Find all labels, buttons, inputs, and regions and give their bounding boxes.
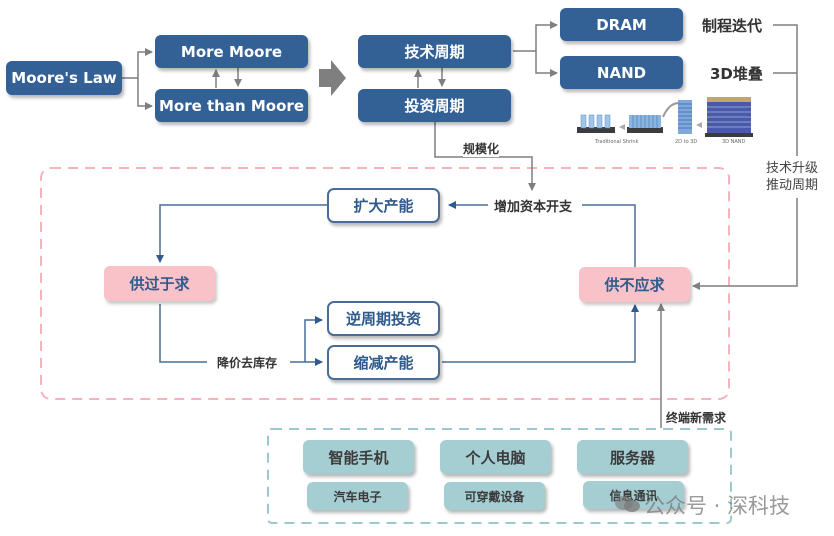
more-moore-box: More Moore xyxy=(155,35,308,68)
supply-cycle-frame xyxy=(40,167,730,400)
price-cut-label: 降价去库存 xyxy=(214,354,281,371)
cut-capacity-box: 缩减产能 xyxy=(327,345,440,380)
watermark-text: 公众号 · 深科技 xyxy=(644,494,791,518)
nand-caption-3: 3D NAND xyxy=(722,139,746,145)
moores-law-box: Moore's Law xyxy=(6,61,122,95)
demand-frame xyxy=(267,428,732,524)
invest-cycle-box: 投资周期 xyxy=(358,89,511,122)
nand-note: 3D堆叠 xyxy=(710,63,763,84)
demand-secondary-1: 汽车电子 xyxy=(307,482,408,510)
more-than-moore-box: More than Moore xyxy=(155,89,308,122)
oversupply-box: 供过于求 xyxy=(104,266,215,301)
dram-note: 制程迭代 xyxy=(702,15,763,36)
new-demand-label: 终端新需求 xyxy=(666,409,727,426)
tech-upgrade-note-1: 技术升级 xyxy=(766,161,819,176)
expand-capacity-box: 扩大产能 xyxy=(327,188,440,223)
wechat-icon xyxy=(614,494,642,514)
supply-cycle-lines xyxy=(156,201,639,366)
moores-law-branch xyxy=(122,48,242,110)
nand-stack-illustration xyxy=(577,97,753,137)
demand-primary-1: 智能手机 xyxy=(303,440,414,474)
demand-primary-2: 个人电脑 xyxy=(440,440,551,474)
nand-box: NAND xyxy=(560,56,683,89)
increase-capex-label: 增加资本开支 xyxy=(492,196,575,215)
big-right-arrow xyxy=(319,60,346,96)
countercyclical-invest-box: 逆周期投资 xyxy=(327,301,440,336)
tech-upgrade-note-2: 推动周期 xyxy=(766,178,819,193)
tech-cycle-box: 技术周期 xyxy=(358,35,511,68)
demand-primary-3: 服务器 xyxy=(577,440,688,474)
demand-secondary-2: 可穿戴设备 xyxy=(444,482,545,510)
dram-box: DRAM xyxy=(560,8,683,41)
cycle-branch xyxy=(414,21,798,428)
nand-evolution-figure: Traditional Shrink 2D to 3D 3D NAND xyxy=(575,95,755,150)
scale-label: 规模化 xyxy=(463,140,500,157)
nand-caption-1: Traditional Shrink xyxy=(595,139,639,145)
nand-caption-2: 2D to 3D xyxy=(675,139,698,145)
undersupply-box: 供不应求 xyxy=(579,267,690,302)
